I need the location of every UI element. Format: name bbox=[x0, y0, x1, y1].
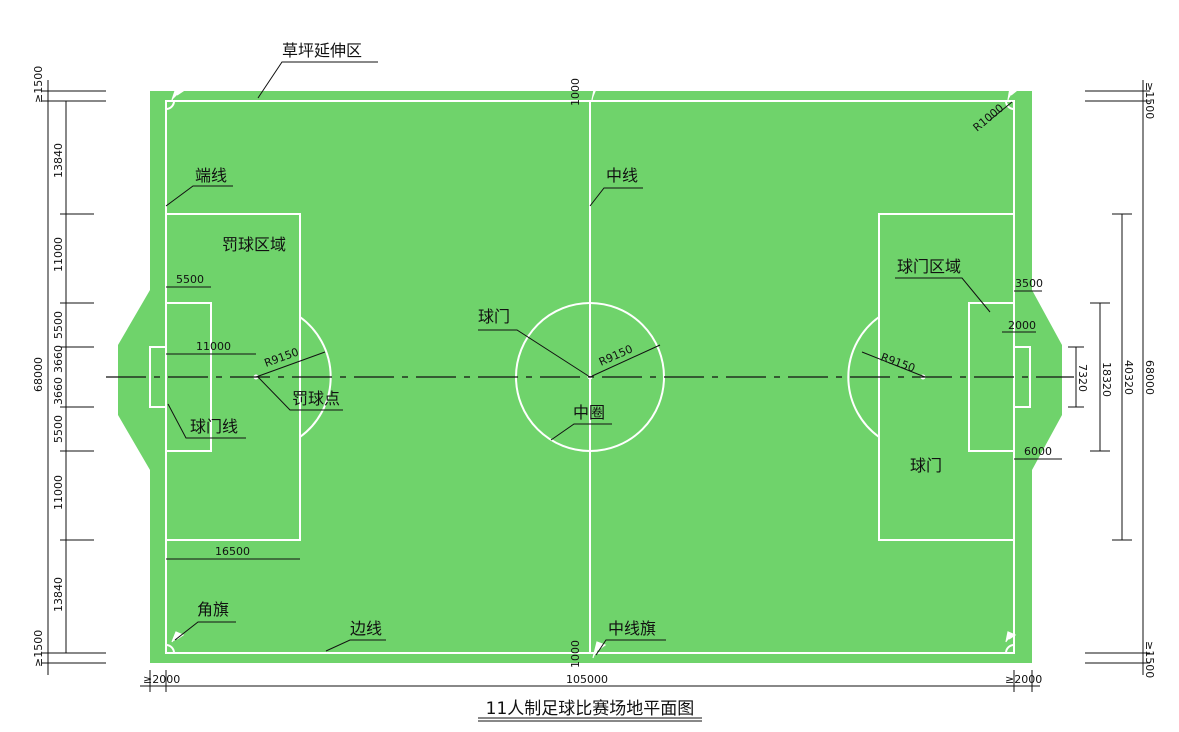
label-extension: 草坪延伸区 bbox=[282, 41, 362, 60]
drawing-title: 11人制足球比赛场地平面图 bbox=[486, 698, 695, 719]
dim-pen-11000: 11000 bbox=[196, 340, 231, 353]
label-corner-flag: 角旗 bbox=[197, 600, 229, 619]
corner-flag-tl-icon bbox=[171, 87, 185, 101]
dim-left-5500-bot: 5500 bbox=[52, 415, 65, 443]
dim-right-40320: 40320 bbox=[1122, 360, 1135, 395]
dim-left-5500-top: 5500 bbox=[52, 311, 65, 339]
leader-touchline bbox=[325, 639, 386, 652]
left-dimensions bbox=[42, 80, 106, 675]
label-center-circle: 中圈 bbox=[573, 403, 605, 422]
label-goal-center: 球门 bbox=[478, 307, 510, 326]
leader-goal-line-label bbox=[167, 403, 246, 439]
leader-corner-flag bbox=[174, 621, 236, 641]
dim-right-6000: 6000 bbox=[1024, 445, 1052, 458]
corner-flag-br-icon bbox=[1005, 631, 1017, 643]
leader-goal-center bbox=[478, 329, 591, 378]
dim-left-3660-bot: 3660 bbox=[52, 377, 65, 405]
leader-halfway-flag bbox=[595, 639, 666, 656]
bottom-dimensions bbox=[140, 670, 1040, 722]
right-goal bbox=[1013, 346, 1031, 408]
dim-left-1500-bot: ≥1500 bbox=[32, 630, 45, 667]
leader-r-corner bbox=[989, 101, 1013, 121]
label-penalty-area: 罚球区域 bbox=[222, 235, 286, 254]
dim-left-13840-top: 13840 bbox=[52, 143, 65, 178]
corner-arc-bl bbox=[165, 644, 175, 654]
label-halfway: 中线 bbox=[606, 166, 638, 185]
dim-left-3660-top: 3660 bbox=[52, 345, 65, 373]
dim-bottom-1000: 1000 bbox=[569, 640, 582, 668]
dim-right-1500-top: ≥1500 bbox=[1143, 82, 1156, 119]
halfway-flag-top-icon bbox=[591, 79, 606, 101]
leader-goal-area bbox=[895, 277, 991, 313]
leader-center-circle bbox=[550, 423, 612, 441]
label-halfway-flag: 中线旗 bbox=[608, 619, 656, 638]
dim-pen-16500: 16500 bbox=[215, 545, 250, 558]
corner-arc-tl bbox=[165, 100, 175, 110]
dim-pen-5500: 5500 bbox=[176, 273, 204, 286]
label-penalty-spot: 罚球点 bbox=[292, 389, 340, 408]
dim-bottom-105000: 105000 bbox=[566, 673, 608, 686]
dim-right-2000: 2000 bbox=[1008, 319, 1036, 332]
corner-arc-br bbox=[1005, 644, 1015, 654]
dim-left-11000-bot: 11000 bbox=[52, 475, 65, 510]
dim-right-1500-bot: ≥1500 bbox=[1143, 641, 1156, 678]
dim-left-11000-top: 11000 bbox=[52, 237, 65, 272]
leader-extension bbox=[257, 61, 378, 99]
dim-right-7320: 7320 bbox=[1076, 364, 1089, 392]
dim-top-1000: 1000 bbox=[569, 78, 582, 106]
leader-r-left bbox=[255, 351, 326, 378]
left-goal bbox=[149, 346, 167, 408]
corner-flag-bl-icon bbox=[171, 631, 185, 643]
interior-dimensions bbox=[166, 286, 1062, 560]
dim-right-3500: 3500 bbox=[1015, 277, 1043, 290]
right-penalty-arc bbox=[847, 316, 880, 438]
leader-goal-line bbox=[165, 185, 233, 207]
label-goal-line-text: 球门线 bbox=[190, 417, 238, 436]
dim-right-68000: 68000 bbox=[1143, 360, 1156, 395]
leader-penalty-spot bbox=[257, 376, 343, 411]
leader-r-center bbox=[589, 344, 661, 378]
leader-r-right bbox=[861, 351, 926, 378]
dim-left-68000: 68000 bbox=[32, 357, 45, 392]
leader-halfway bbox=[589, 187, 643, 207]
label-goal-right: 球门 bbox=[910, 456, 942, 475]
corner-flag-tr-icon bbox=[1007, 87, 1018, 101]
dim-right-18320: 18320 bbox=[1100, 362, 1113, 397]
corner-arc-tr bbox=[1005, 100, 1015, 110]
dim-left-1500-top: ≥1500 bbox=[32, 66, 45, 103]
label-goal-line: 端线 bbox=[195, 166, 227, 185]
label-goal-area: 球门区域 bbox=[897, 257, 961, 276]
right-dimensions bbox=[1068, 80, 1150, 675]
leader-lines bbox=[165, 61, 1013, 656]
dim-bottom-2000-right: ≥2000 bbox=[1005, 673, 1042, 686]
label-touchline: 边线 bbox=[350, 619, 382, 638]
dim-left-13840-bot: 13840 bbox=[52, 577, 65, 612]
dim-bottom-2000-left: ≥2000 bbox=[143, 673, 180, 686]
